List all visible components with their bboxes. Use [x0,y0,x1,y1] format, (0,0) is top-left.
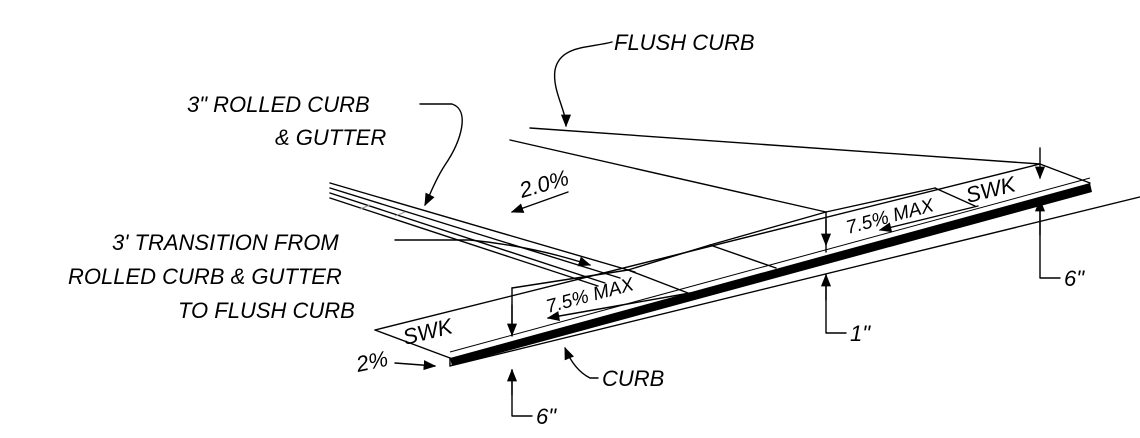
sidewalk-slope-label: 2% [353,346,390,377]
rolled-curb-label-line1: 3" ROLLED CURB [187,92,370,117]
swk-label-right: SWK [963,171,1019,208]
swk-label-left: SWK [400,313,456,350]
sidewalk-slab [374,163,1140,367]
flush-curb-lines [509,127,1041,213]
leader-lines [394,41,1061,417]
street-slope-label: 2.0% [516,165,572,203]
curb-label: CURB [602,366,664,391]
transition-label-line2: ROLLED CURB & GUTTER [68,264,342,289]
dim-6-left-label: 6" [536,404,557,429]
curb-strip [450,183,1092,366]
rolled-curb-gutter-lines [329,182,636,287]
flush-curb-label: FLUSH CURB [614,30,755,55]
transition-label-line3: TO FLUSH CURB [178,298,355,323]
rolled-curb-label-line2: & GUTTER [275,125,386,150]
curb-top-line [449,177,1091,353]
transition-label-line1: 3' TRANSITION FROM [112,230,339,255]
dim-6-right-label: 6" [1064,266,1085,291]
dim-1-label: 1" [850,321,871,346]
